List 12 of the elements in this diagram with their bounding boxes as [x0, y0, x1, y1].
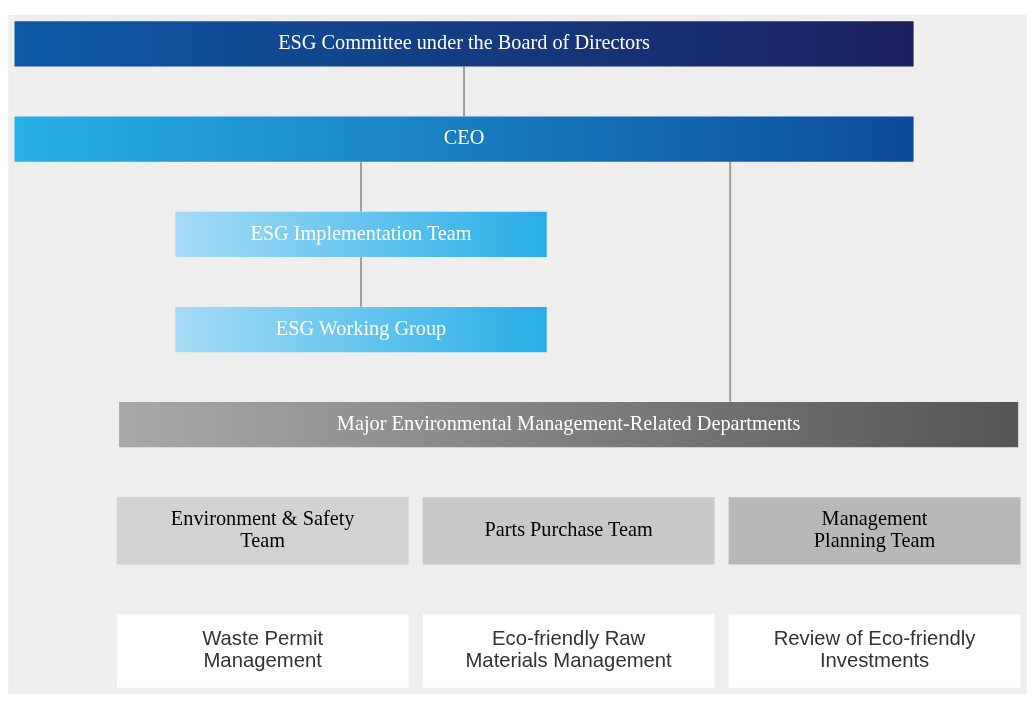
node-box: CEO: [14, 116, 914, 162]
node-box: Environment & Safety Team: [116, 497, 409, 565]
node-box: Management Planning Team: [728, 497, 1021, 565]
node-box: Parts Purchase Team: [422, 497, 715, 565]
node-box: ESG Working Group: [175, 306, 547, 353]
connector: [360, 256, 362, 308]
connector: [729, 161, 732, 403]
node-box: Major Environmental Management-Related Departments: [119, 402, 1019, 448]
node-box: ESG Committee under the Board of Directors: [14, 21, 914, 67]
connector: [360, 161, 362, 213]
node-box: ESG Implementation Team: [175, 211, 547, 257]
connector: [463, 66, 465, 118]
